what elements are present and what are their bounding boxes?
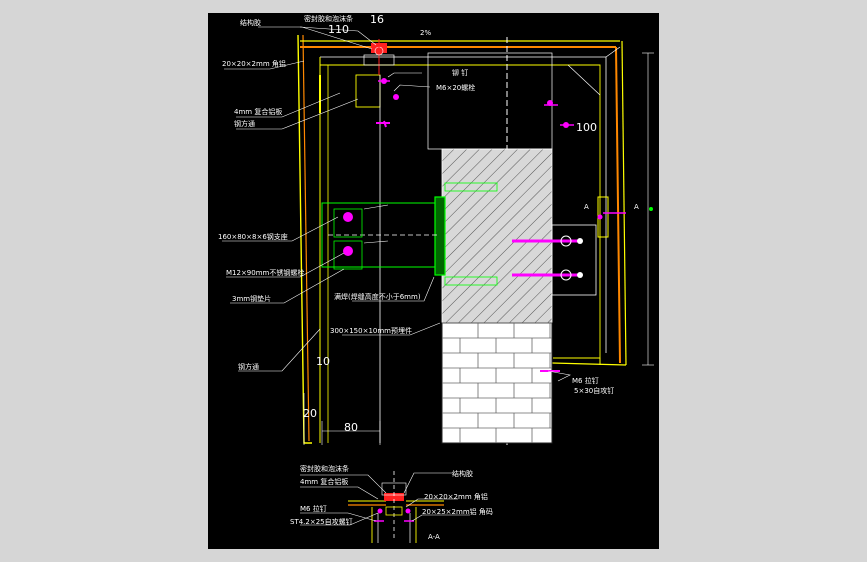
label-self-tap: 5×30自攻钉 xyxy=(574,386,614,395)
steel-tube-left xyxy=(319,57,381,443)
label-bolt-m6: M6×20螺栓 xyxy=(436,83,475,92)
dim-10: 10 xyxy=(316,355,330,368)
section-label-sealant: 密封胶和泡沫条 xyxy=(300,464,349,473)
label-sealant: 密封胶和泡沫条 xyxy=(304,14,353,23)
section-label-pull-rivet: M6 拉钉 xyxy=(300,504,327,513)
label-gasket: 3mm钢垫片 xyxy=(232,294,271,303)
cladding-outline xyxy=(297,34,627,444)
label-ss-bolt: M12×90mm不锈钢螺栓 xyxy=(226,268,304,277)
label-steel-support: 160×80×8×6钢支座 xyxy=(218,232,288,241)
label-weld: 满焊(焊缝高度不小于6mm) xyxy=(334,292,421,301)
dim-110: 110 xyxy=(328,23,349,36)
label-angle-20: 20×20×2mm 角铝 xyxy=(222,59,286,68)
sealant-joint xyxy=(363,39,395,75)
label-slope: 2% xyxy=(420,29,431,37)
label-marker-a: A xyxy=(584,203,589,211)
bottom-dims xyxy=(303,393,381,445)
dim-80: 80 xyxy=(344,421,358,434)
label-marker-a2: A xyxy=(634,203,639,211)
section-label-structural-glue: 结构胶 xyxy=(452,469,473,478)
label-al-plate: 4mm 复合铝板 xyxy=(234,107,282,116)
dim-16: 16 xyxy=(370,13,384,26)
label-pull-rivet: M6 拉钉 xyxy=(572,376,599,385)
label-rivet: 铆 钉 xyxy=(452,68,468,77)
fastener-markers xyxy=(376,78,603,372)
dim-20: 20 xyxy=(303,407,317,420)
label-steel-tube-2: 钢方通 xyxy=(238,362,259,371)
label-steel-tube-1: 钢方通 xyxy=(234,119,255,128)
cad-viewport[interactable]: 结构胶 密封胶和泡沫条 20×20×2mm 角铝 4mm 复合铝板 钢方通 铆 … xyxy=(208,13,659,549)
right-dim-line xyxy=(642,52,654,366)
label-structural-glue: 结构胶 xyxy=(240,18,261,27)
cad-drawing: 结构胶 密封胶和泡沫条 20×20×2mm 角铝 4mm 复合铝板 钢方通 铆 … xyxy=(218,13,654,543)
dim-100: 100 xyxy=(576,121,597,134)
leader-lines xyxy=(222,26,571,382)
dimension-labels: 110 16 100 10 20 80 xyxy=(303,13,597,434)
steel-support xyxy=(321,182,498,286)
right-bracket xyxy=(512,196,626,296)
section-label-al-plate: 4mm 复合铝板 xyxy=(300,477,348,486)
section-label-self-tap: ST4.2×25自攻螺钉 xyxy=(290,517,353,526)
labels: 结构胶 密封胶和泡沫条 20×20×2mm 角铝 4mm 复合铝板 钢方通 铆 … xyxy=(218,14,639,395)
label-embed-plate: 300×150×10mm预埋件 xyxy=(330,326,412,335)
section-detail xyxy=(348,471,444,543)
section-labels: 密封胶和泡沫条 4mm 复合铝板 结构胶 20×20×2mm 角铝 M6 拉钉 … xyxy=(290,464,493,541)
brick-wall xyxy=(441,322,553,444)
section-label-angle-25: 20×25×2mm铝 角码 xyxy=(422,507,493,516)
section-label-angle-20: 20×20×2mm 角铝 xyxy=(424,492,488,501)
section-title: A-A xyxy=(428,533,440,541)
section-leaders xyxy=(300,472,470,526)
concrete-beam xyxy=(427,52,553,324)
